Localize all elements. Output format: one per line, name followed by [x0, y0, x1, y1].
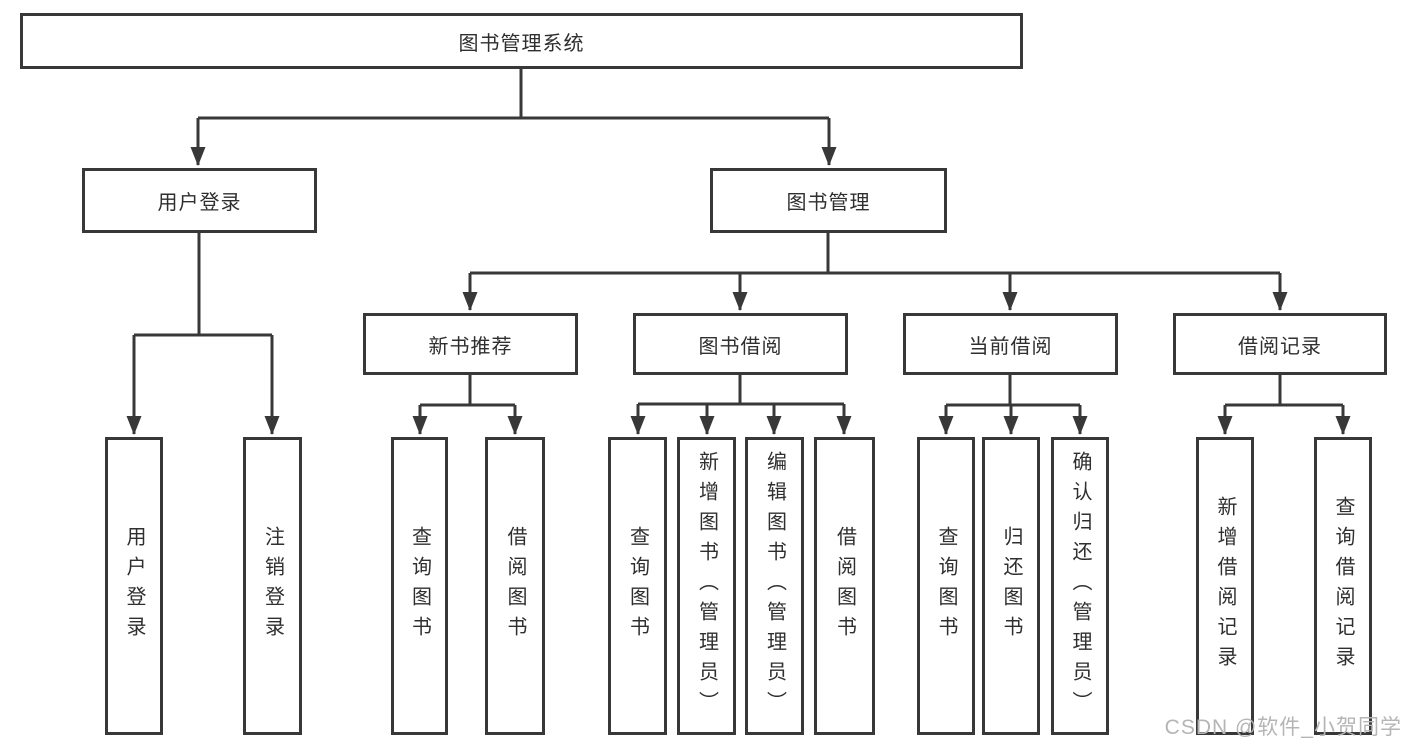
book-borrow-connectors [630, 375, 852, 435]
leaf-br-query-record-label: 查询借阅记录 [1332, 496, 1354, 676]
leaf-bb-add-books-admin: 新增图书（管理员） [677, 437, 736, 735]
root-connectors [190, 69, 837, 166]
leaf-user-login-label: 用户登录 [123, 526, 145, 646]
csdn-watermark: CSDN @软件_小贺同学 [1164, 716, 1402, 739]
leaf-cb-return-books: 归还图书 [982, 437, 1040, 735]
node-current-borrow: 当前借阅 [903, 313, 1118, 375]
node-user-login: 用户登录 [82, 168, 317, 233]
user-login-connectors [126, 233, 280, 435]
node-current-borrow-label: 当前借阅 [968, 335, 1053, 358]
leaf-br-add-record: 新增借阅记录 [1196, 437, 1254, 735]
node-root-label: 图书管理系统 [458, 32, 585, 55]
leaf-bb-add-books-admin-label: 新增图书（管理员） [695, 451, 718, 721]
current-borrow-connectors [938, 375, 1088, 435]
leaf-nb-borrow-books: 借阅图书 [485, 437, 545, 735]
node-new-book-recommend-label: 新书推荐 [428, 335, 513, 358]
leaf-bb-edit-books-admin: 编辑图书（管理员） [745, 437, 804, 735]
node-root: 图书管理系统 [20, 13, 1023, 69]
node-borrow-records: 借阅记录 [1173, 313, 1387, 375]
node-new-book-recommend: 新书推荐 [363, 313, 578, 375]
node-user-login-label: 用户登录 [157, 192, 242, 214]
leaf-cb-return-books-label: 归还图书 [1000, 526, 1022, 646]
leaf-bb-query-books-label: 查询图书 [626, 526, 649, 646]
leaf-bb-borrow-books-label: 借阅图书 [833, 526, 856, 646]
leaf-nb-query-books-label: 查询图书 [408, 526, 431, 646]
leaf-bb-borrow-books: 借阅图书 [814, 437, 875, 735]
leaf-cb-confirm-return-admin: 确认归还（管理员） [1051, 437, 1109, 735]
node-book-borrow-label: 图书借阅 [698, 335, 783, 358]
leaf-cb-query-books: 查询图书 [917, 437, 975, 735]
book-management-connectors [462, 233, 1288, 311]
leaf-cb-confirm-return-admin-label: 确认归还（管理员） [1069, 451, 1091, 721]
leaf-cb-query-books-label: 查询图书 [935, 526, 957, 646]
node-book-management-label: 图书管理 [786, 192, 871, 214]
new-book-recommend-connectors [412, 375, 523, 435]
leaf-bb-edit-books-admin-label: 编辑图书（管理员） [763, 451, 786, 721]
node-book-management: 图书管理 [710, 168, 947, 233]
leaf-br-add-record-label: 新增借阅记录 [1214, 496, 1236, 676]
leaf-nb-borrow-books-label: 借阅图书 [504, 526, 526, 646]
node-book-borrow: 图书借阅 [633, 313, 848, 375]
leaf-nb-query-books: 查询图书 [391, 437, 448, 735]
leaf-user-login: 用户登录 [105, 437, 163, 735]
leaf-logout-label: 注销登录 [261, 526, 284, 646]
borrow-records-connectors [1217, 375, 1351, 435]
node-borrow-records-label: 借阅记录 [1238, 335, 1322, 358]
leaf-br-query-record: 查询借阅记录 [1314, 437, 1372, 735]
leaf-logout: 注销登录 [243, 437, 302, 735]
leaf-bb-query-books: 查询图书 [608, 437, 667, 735]
